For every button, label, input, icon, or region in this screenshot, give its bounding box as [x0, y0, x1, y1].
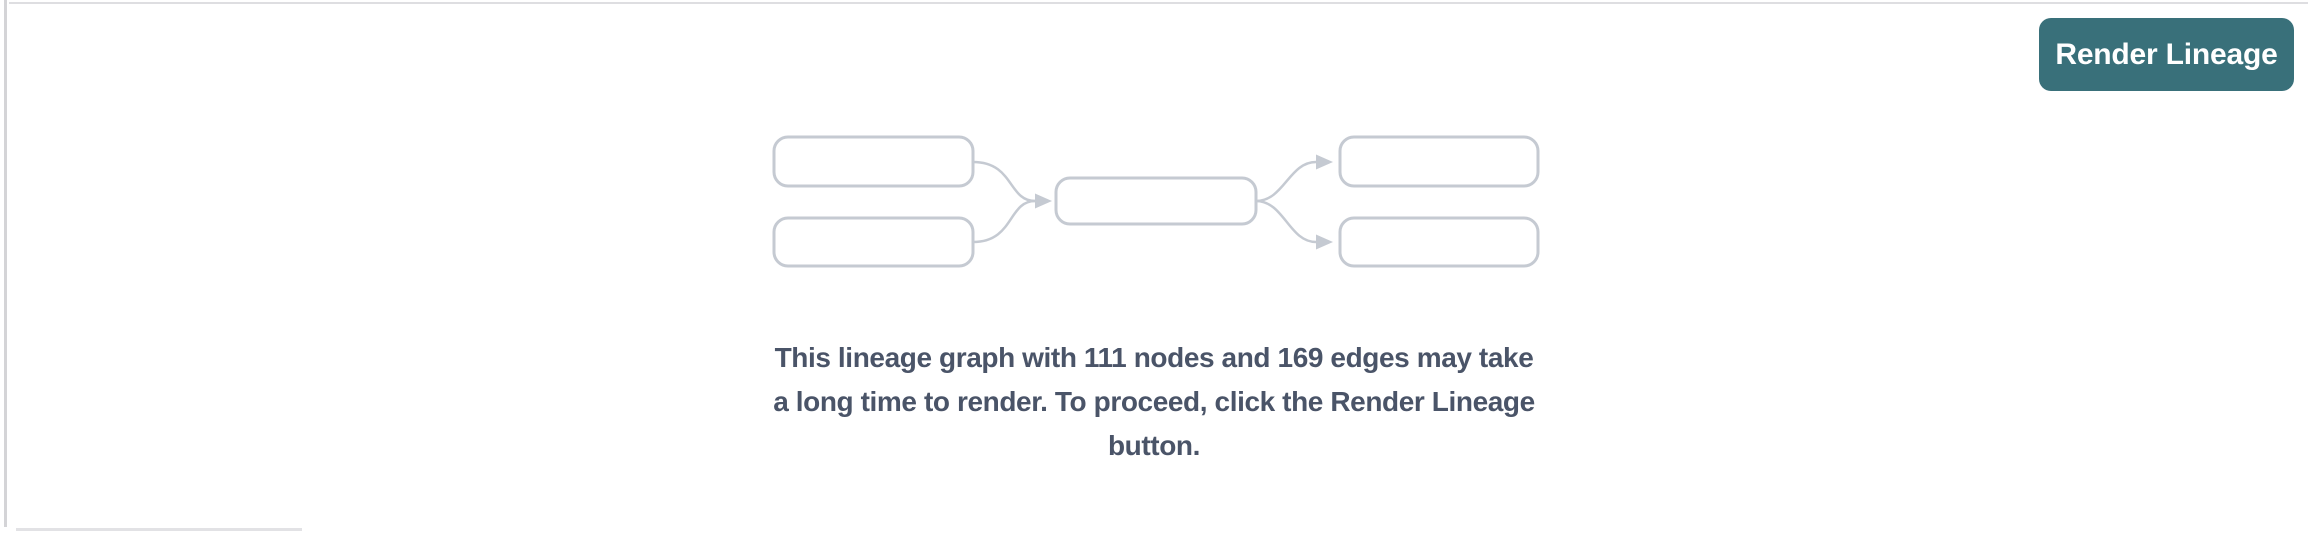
render-lineage-button[interactable]: Render Lineage	[2039, 18, 2294, 91]
lineage-node-middle	[1054, 176, 1258, 226]
message-line-2: a long time to render. To proceed, click…	[773, 386, 1535, 417]
message-line-3: button.	[1107, 430, 1201, 461]
panel-left-divider	[4, 0, 7, 527]
lineage-arrowhead-icon	[1035, 193, 1052, 209]
lineage-node-downstream-top	[1338, 135, 1540, 188]
lineage-arrowhead-icon	[1316, 234, 1333, 250]
panel-bottom-border	[16, 528, 302, 531]
lineage-node-downstream-bottom	[1338, 216, 1540, 268]
lineage-node-upstream-bottom	[772, 216, 975, 268]
lineage-edge	[1255, 160, 1317, 203]
lineage-edge	[972, 199, 1036, 244]
panel-top-border	[9, 2, 2308, 4]
lineage-edge	[972, 160, 1036, 203]
render-warning-message: This lineage graph with 111 nodes and 16…	[704, 336, 1604, 468]
lineage-edge	[1255, 199, 1317, 244]
lineage-arrowhead-icon	[1316, 154, 1333, 170]
lineage-node-upstream-top	[772, 135, 975, 188]
message-line-1: This lineage graph with 111 nodes and 16…	[774, 342, 1534, 373]
lineage-graph-preview-icon	[772, 135, 1540, 268]
